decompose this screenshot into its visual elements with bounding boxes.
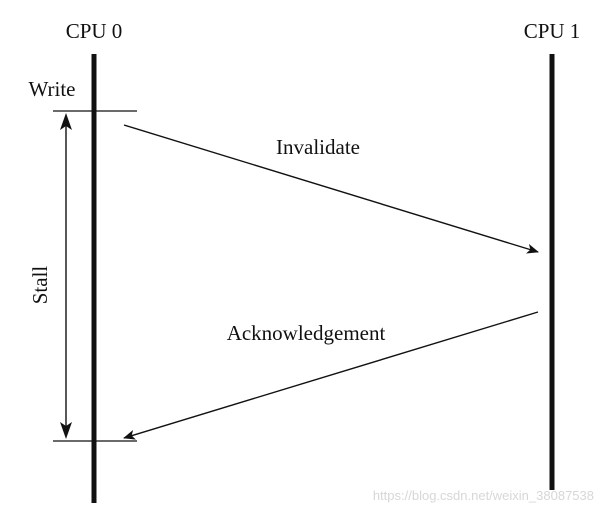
invalidate-label: Invalidate — [276, 135, 360, 159]
write-label: Write — [29, 77, 76, 101]
acknowledgement-label: Acknowledgement — [227, 321, 386, 345]
acknowledgement-arrow — [123, 311, 539, 440]
stall-label: Stall — [28, 266, 52, 305]
watermark: https://blog.csdn.net/weixin_38087538 — [373, 488, 594, 503]
stall-arrowhead-top — [60, 113, 72, 130]
cpu1-label: CPU 1 — [524, 19, 581, 43]
cpu0-label: CPU 0 — [66, 19, 123, 43]
invalidate-arrow — [123, 124, 539, 254]
stall-arrowhead-bottom — [60, 422, 72, 439]
